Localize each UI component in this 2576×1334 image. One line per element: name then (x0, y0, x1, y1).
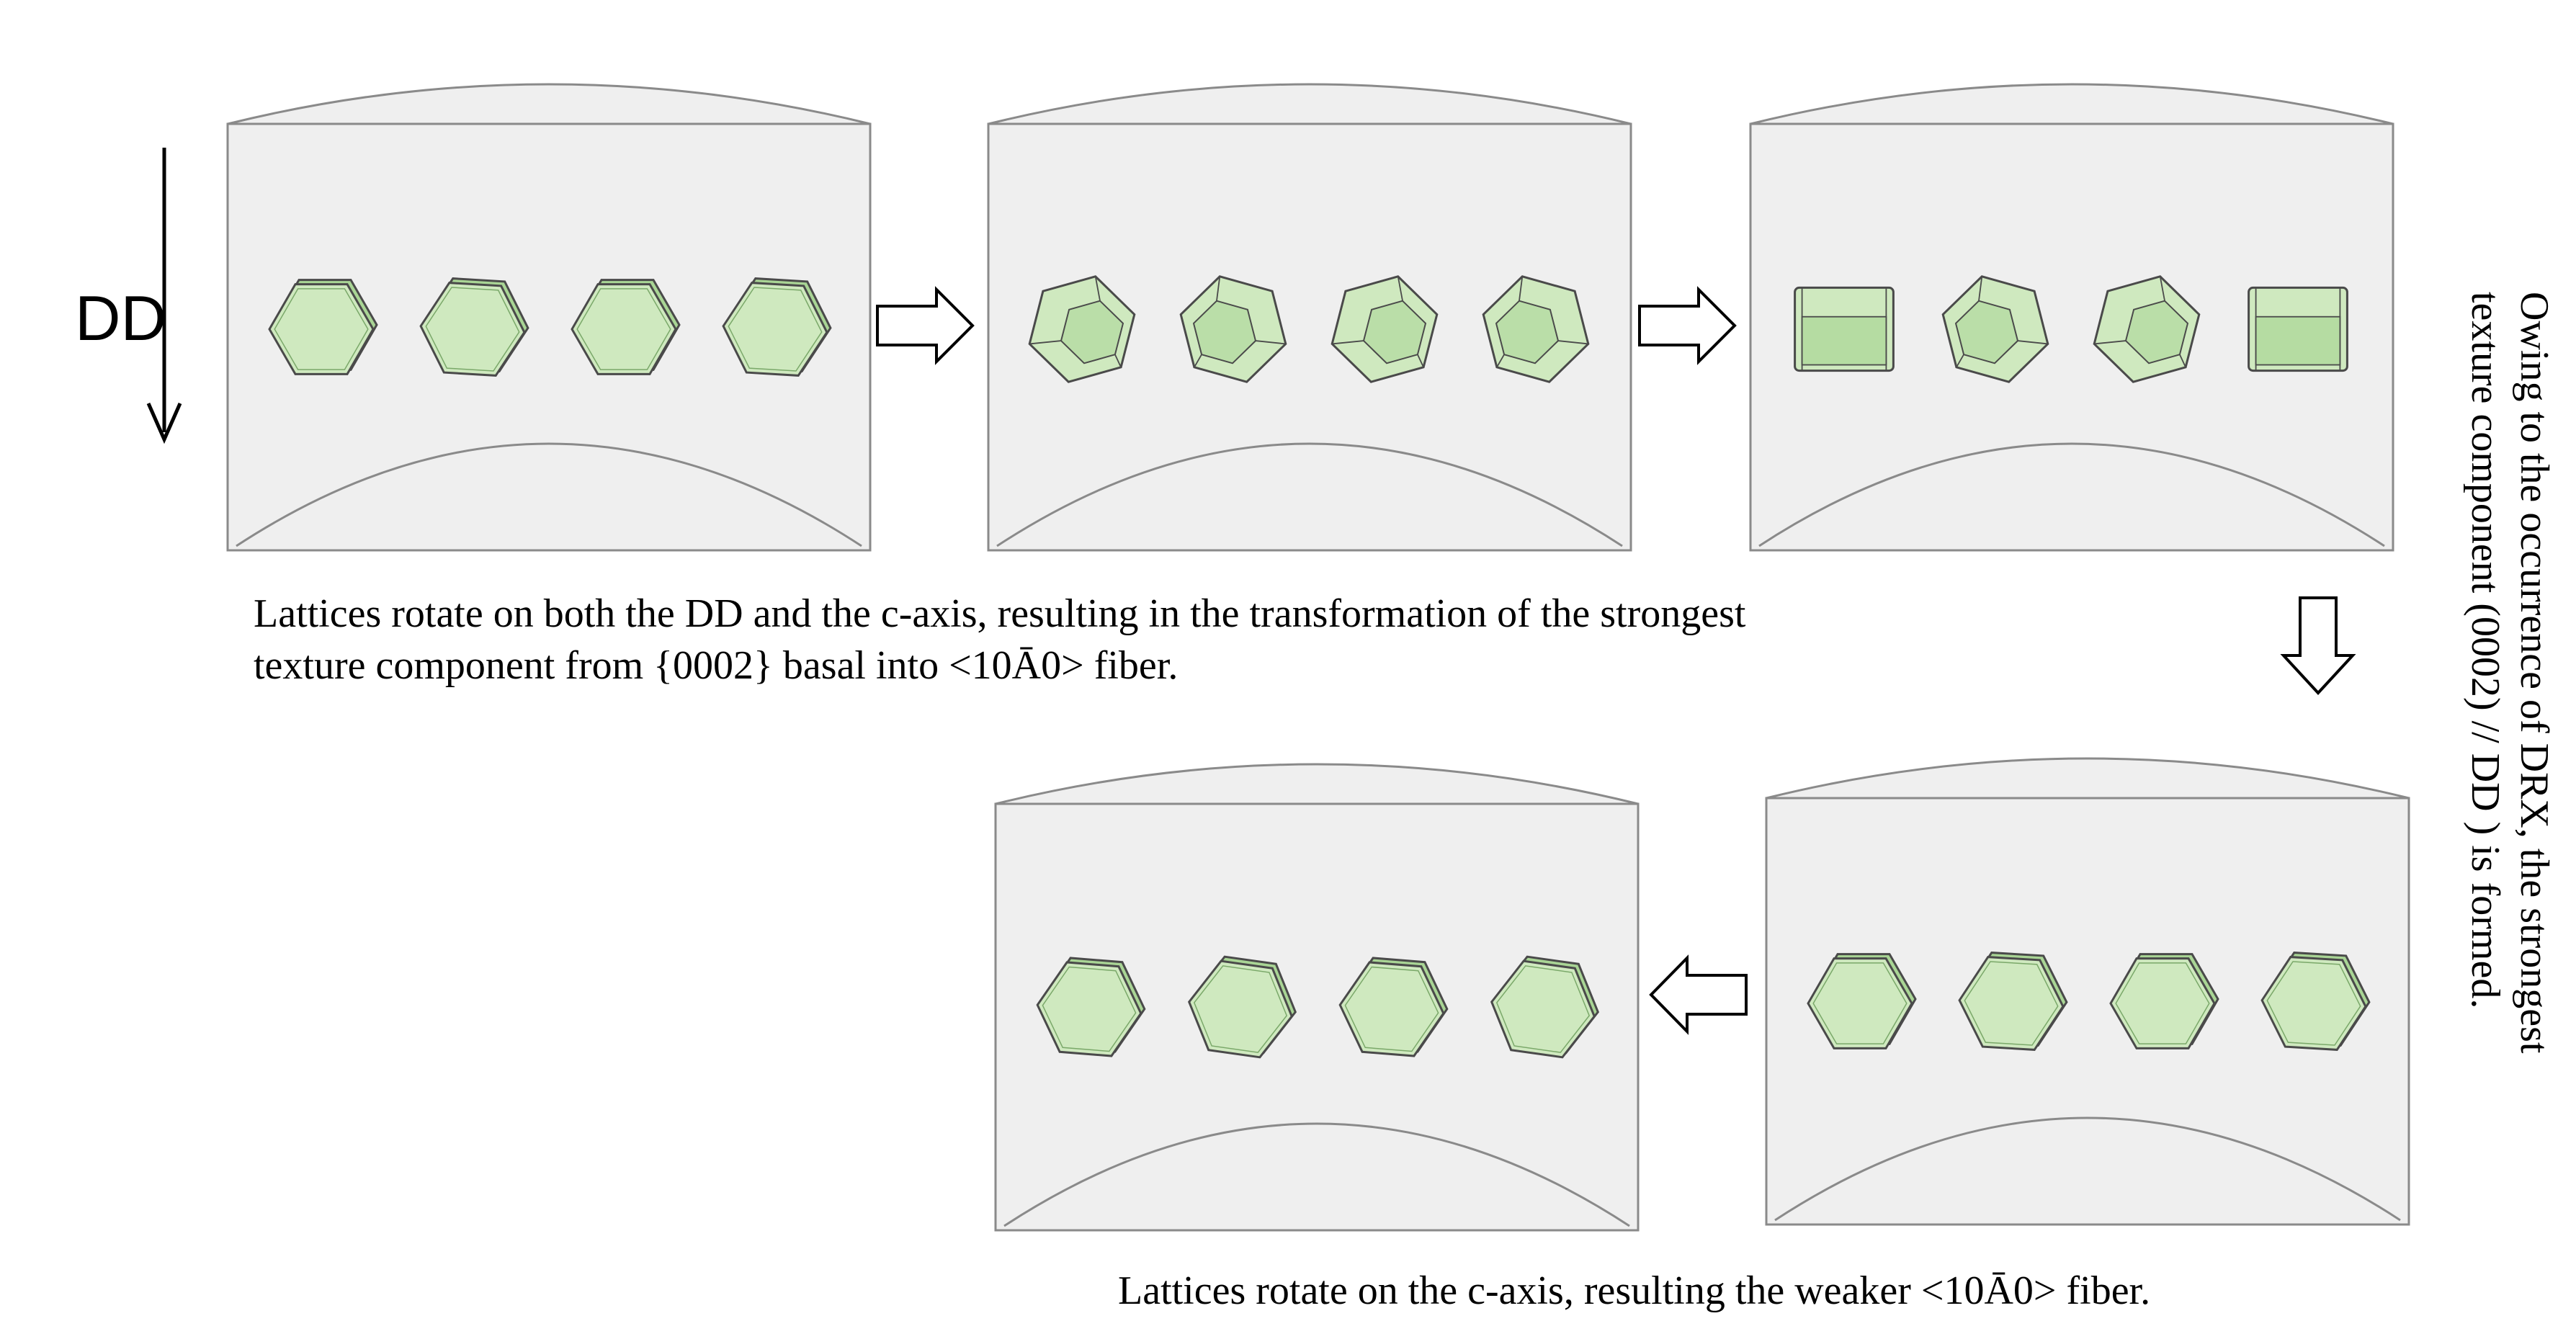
billet-top-dome (995, 763, 1639, 805)
crystal-edge (1255, 340, 1286, 345)
crystal-front-face (1338, 961, 1445, 1057)
crystal-prism-face (1801, 315, 1887, 366)
billet-top-dome (988, 83, 1632, 125)
crystal-inner-edge (728, 287, 823, 372)
crystal (1958, 952, 2068, 1051)
crystal-edge (1519, 276, 1524, 301)
crystal-front-face (1036, 961, 1142, 1057)
crystal-tilted-face (1060, 300, 1124, 364)
crystal-tilted-face (1192, 300, 1257, 364)
crystal-front-face (268, 283, 375, 375)
dd-label: DD (75, 282, 166, 354)
crystal (1338, 957, 1449, 1057)
process-arrow-3-to-5 (2280, 596, 2356, 695)
caption-top-line-2: texture component from {0002} basal into… (254, 643, 1178, 688)
caption-bottom: Lattices rotate on the c-axis, resulting… (1118, 1268, 2150, 1313)
crystal-inner-edge (1812, 962, 1908, 1044)
crystal-front-face (1958, 956, 2065, 1051)
crystal-front-face (419, 282, 526, 377)
crystal-edge (1956, 354, 1964, 368)
crystal-inner-edge (274, 288, 369, 370)
crystal-edge (1332, 340, 1364, 345)
crystal-inner-edge (2266, 961, 2361, 1046)
crystal-front-face (1490, 959, 1596, 1059)
billet-stage-2 (987, 83, 1632, 552)
crystal-front-face (571, 283, 677, 375)
crystal (1036, 957, 1146, 1057)
crystal (2093, 275, 2201, 383)
crystal-edge (1029, 340, 1062, 345)
dd-arrow-head (146, 402, 182, 444)
billet-bottom-arc (1758, 442, 2385, 547)
crystal-front-face (722, 282, 828, 377)
billet-bottom-arc (236, 442, 862, 547)
crystal-edge (2179, 354, 2186, 368)
crystal-tilted-face (1495, 300, 1560, 364)
caption-side-line-2: texture component (0002) // DD ) is form… (2463, 292, 2508, 1008)
crystal-tilted-face (1954, 300, 2019, 364)
crystal-inner-edge (1495, 965, 1591, 1053)
billet-stage-5 (1765, 757, 2410, 1226)
crystal-edge (2159, 276, 2165, 301)
caption-top-line-1: Lattices rotate on both the DD and the c… (254, 591, 1746, 636)
crystal (1807, 953, 1917, 1049)
crystal-edge (1114, 354, 1122, 368)
crystal-inner-edge (576, 288, 671, 370)
crystal-edge (1194, 354, 1202, 368)
crystal-edge (2094, 340, 2126, 345)
billet-stage-1 (226, 83, 872, 552)
crystal (2260, 952, 2371, 1051)
crystal (1331, 275, 1439, 383)
crystal (571, 279, 681, 375)
billet-top-dome (227, 83, 871, 125)
process-arrow-2-to-3 (1638, 286, 1737, 365)
crystal-inner-edge (1193, 965, 1288, 1053)
billet-stage-3 (1749, 83, 2394, 552)
crystal-prism-face (2255, 315, 2341, 366)
billet-bottom-arc (1774, 1116, 2401, 1222)
crystal-edge (2017, 340, 2048, 345)
crystal (1187, 955, 1297, 1059)
crystal (1794, 286, 1895, 372)
crystal-front-face (1187, 959, 1294, 1059)
billet-bottom-arc (1003, 1122, 1630, 1227)
crystal (1490, 955, 1600, 1059)
crystal-inner-edge (2115, 962, 2210, 1044)
crystal-tilted-face (1362, 300, 1427, 364)
crystal (722, 277, 832, 377)
crystal (1482, 275, 1590, 383)
process-arrow-1-to-2 (876, 286, 975, 365)
crystal-edge (1978, 276, 1983, 301)
crystal-edge (1557, 340, 1588, 345)
process-arrow-5-to-4 (1649, 954, 1748, 1035)
billet-bottom-arc (996, 442, 1623, 547)
crystal (1028, 275, 1136, 383)
crystal-edge (1094, 276, 1101, 301)
billet-stage-4 (994, 763, 1640, 1232)
crystal-inner-edge (1344, 966, 1439, 1052)
crystal-inner-edge (425, 287, 520, 372)
crystal-inner-edge (1042, 966, 1137, 1052)
crystal (268, 279, 378, 375)
crystal (1179, 275, 1287, 383)
crystal-inner-edge (1964, 961, 2059, 1046)
crystal-edge (1417, 354, 1424, 368)
crystal-edge (1397, 276, 1403, 301)
crystal-front-face (2109, 957, 2216, 1049)
crystal (2248, 286, 2348, 372)
crystal-edge (1216, 276, 1221, 301)
crystal-tilted-face (2124, 300, 2189, 364)
crystal-front-face (2260, 956, 2367, 1051)
crystal (2109, 953, 2219, 1049)
crystal (1941, 275, 2049, 383)
billet-top-dome (1766, 757, 2410, 800)
crystal-edge (1496, 354, 1505, 368)
caption-side: Owing to the occurrence of DRX, the stro… (2463, 292, 2557, 1054)
caption-side-line-1: Owing to the occurrence of DRX, the stro… (2512, 292, 2557, 1054)
dd-direction-indicator: DD (75, 148, 182, 444)
crystal (419, 277, 529, 377)
crystal-front-face (1807, 957, 1913, 1049)
billet-top-dome (1750, 83, 2394, 125)
